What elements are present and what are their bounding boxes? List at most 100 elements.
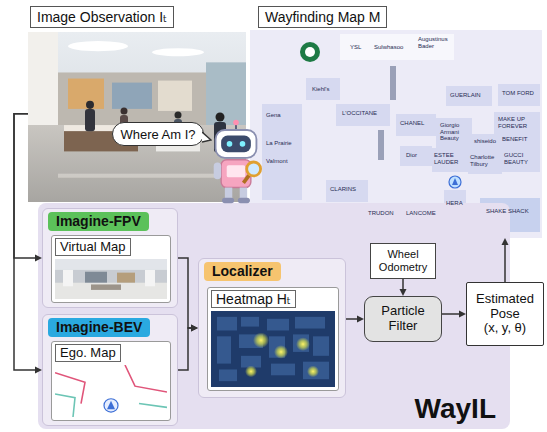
virtual-view-part [117, 273, 135, 283]
floor-map-part [436, 118, 472, 148]
robot-illustration-part [214, 162, 221, 179]
floor-map-part [468, 134, 502, 174]
heatmap-view-part [303, 362, 329, 380]
connector [14, 114, 42, 262]
mall-photo-part [112, 83, 152, 109]
box-label: Wheel Odometry [375, 248, 431, 273]
heatmap-view-part [296, 337, 310, 351]
virtual-view-part [85, 272, 107, 283]
box-label: Estimated Pose (x, y, θ) [471, 292, 539, 337]
ego-map-view-part [55, 373, 85, 404]
virtual-view-part [145, 270, 155, 286]
store-label: Charlotte Tilbury [470, 154, 500, 167]
connector-line [402, 279, 404, 290]
arrowhead [459, 311, 466, 318]
store-label: HERA [446, 200, 464, 207]
connector [502, 238, 509, 282]
heatmap-view-part [219, 369, 237, 381]
floor-map-part [498, 84, 540, 106]
mall-photo-part [86, 101, 94, 109]
robot-illustration-part [221, 160, 251, 188]
store-label: Kiehl's [312, 86, 340, 93]
store-label: TRUDON [368, 210, 402, 217]
connector-line [442, 313, 460, 315]
store-label: Valmont [266, 158, 298, 165]
module-box: LocalizerHeatmap Hₜ [198, 258, 346, 398]
output-box: Heatmap Hₜ [207, 287, 339, 391]
mall-photo-part [175, 111, 182, 118]
framework-title: WayIL [415, 393, 496, 425]
robot-illustration-part [227, 141, 233, 147]
store-label: Sulwhasoo [374, 44, 410, 51]
mall-photo [28, 32, 246, 202]
floor-map-part [306, 78, 340, 100]
mall-photo-part [121, 107, 128, 114]
robot-illustration-part [222, 198, 234, 204]
heatmap-view [211, 311, 335, 387]
heatmap-view-part [271, 364, 295, 376]
connector-line [346, 318, 358, 320]
module-title: Imagine-FPV [48, 212, 149, 231]
robot-illustration-part [247, 162, 261, 176]
connector [178, 258, 198, 332]
module-box: Imagine-BEV Ego. Map [42, 314, 178, 426]
output-label: Ego. Map [55, 344, 121, 362]
mall-photo-part [68, 41, 128, 51]
mall-photo-part [152, 48, 204, 56]
arrowhead [191, 325, 198, 332]
virtual-view-part [55, 259, 167, 270]
robot-illustration-part [233, 120, 239, 126]
mall-photo-part [28, 125, 246, 202]
store-label: CLARINS [330, 186, 364, 193]
store-label: Gena [266, 112, 292, 119]
floor-map-part [378, 130, 384, 160]
floor-map-part [502, 148, 540, 172]
ego-map-view-part [55, 365, 167, 417]
heatmap-view-part [293, 334, 309, 352]
connector [442, 311, 466, 318]
store-label: GUERLAIN [450, 92, 488, 99]
bubble-tail-part [202, 132, 211, 142]
mall-photo-part [216, 112, 225, 121]
store-label: L'OCCITANE [342, 110, 386, 117]
arrowhead [357, 316, 364, 323]
speech-text: Where Am I? [120, 127, 195, 142]
heatmap-view-part [313, 336, 329, 355]
floor-map-part [300, 42, 320, 62]
store-label: LANCOME [406, 210, 442, 217]
speech-bubble: Where Am I? [112, 122, 204, 146]
store-label: Augustinus Bader [418, 36, 452, 49]
module-title: Imagine-BEV [48, 318, 150, 337]
output-box: Virtual Map [51, 235, 171, 303]
heatmap-view-part [217, 317, 237, 331]
floor-map-part [340, 34, 454, 60]
bubble-tail [202, 131, 212, 143]
robot-illustration-part [216, 130, 257, 158]
heatmap-view-part [211, 311, 335, 387]
ego-map-view-part [107, 401, 115, 410]
floor-map-part [336, 104, 390, 126]
connector [400, 279, 407, 296]
robot-illustration-part [240, 188, 247, 199]
heatmap-view-part [295, 317, 325, 329]
arrowhead [35, 367, 42, 374]
store-label: TOM FORD [502, 90, 538, 97]
heatmap-view-part [267, 319, 289, 331]
store-label: SHAKE SHACK [486, 208, 536, 215]
connector-line [14, 114, 36, 258]
output-label: Heatmap Hₜ [211, 290, 296, 308]
module-title: Localizer [204, 262, 281, 281]
store-label: MAKE UP FOREVER [498, 116, 538, 129]
heatmap-view-part [245, 366, 257, 378]
heatmap-view-part [241, 317, 259, 327]
output-box: Estimated Pose (x, y, θ) [466, 282, 544, 346]
robot-illustration [210, 116, 262, 208]
panel-title: Image Observation Iₜ [30, 6, 174, 28]
store-label: La Prairie [266, 140, 298, 147]
store-label: YSL [350, 44, 370, 51]
floor-map-part [390, 66, 396, 100]
floor-map-part [452, 178, 458, 185]
virtual-view [55, 259, 167, 299]
robot-illustration-part [227, 165, 246, 177]
